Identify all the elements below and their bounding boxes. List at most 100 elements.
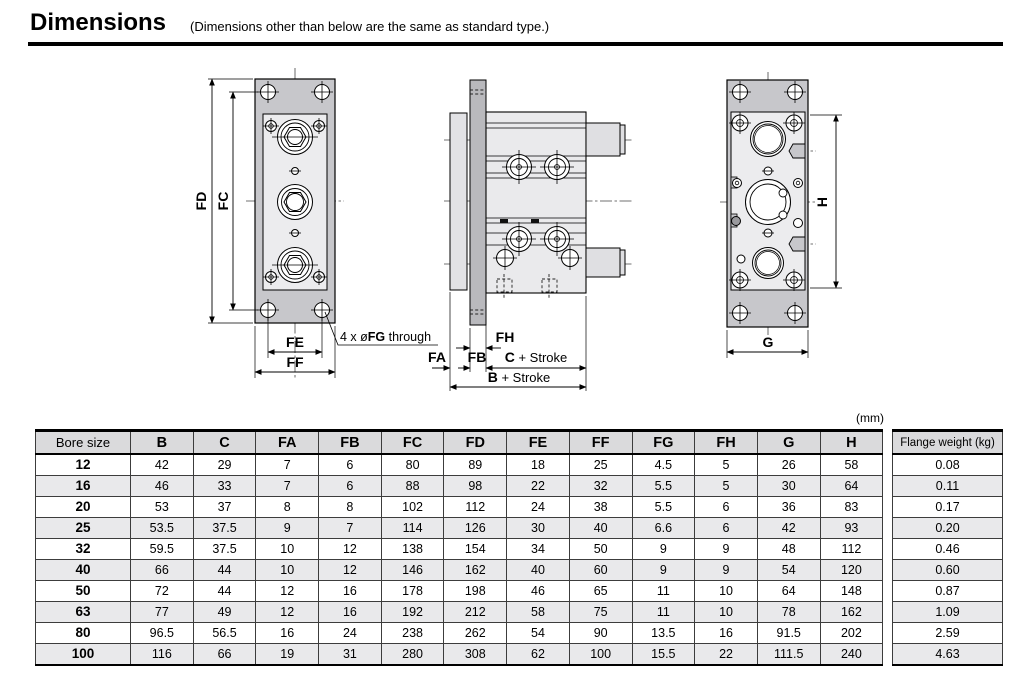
bore-cell: 80	[35, 622, 131, 644]
value-cell: 98	[443, 475, 508, 497]
value-cell: 10	[255, 559, 320, 581]
value-cell: 162	[819, 601, 884, 623]
flange-weight-cell: 2.59	[892, 622, 1003, 644]
col-header-fa: FA	[255, 430, 320, 455]
value-cell: 12	[255, 580, 320, 602]
value-cell: 4.5	[631, 453, 696, 476]
value-cell: 53	[130, 496, 194, 518]
value-cell: 10	[255, 538, 320, 560]
value-cell: 25	[568, 453, 633, 476]
dim-c-rest: + Stroke	[515, 350, 567, 365]
flange-weight-cell: 0.46	[892, 538, 1003, 560]
value-cell: 10	[694, 580, 758, 602]
hole-note-prefix: 4 x ø	[340, 330, 368, 344]
title-rule	[28, 42, 1003, 46]
flange-row: 0.87	[892, 580, 1003, 602]
hole-note: 4 x øFG through	[340, 330, 431, 344]
value-cell: 9	[631, 538, 696, 560]
value-cell: 89	[443, 453, 508, 476]
value-cell: 66	[130, 559, 194, 581]
side-view-drawing: FH FA FB C + Stroke B + Stroke	[428, 79, 634, 391]
value-cell: 5.5	[631, 496, 696, 518]
flange-row: 2.59	[892, 622, 1003, 644]
col-header-g: G	[756, 430, 821, 455]
flange-weight-cell: 1.09	[892, 601, 1003, 623]
col-header-fc: FC	[380, 430, 445, 455]
dim-b-rest: + Stroke	[498, 370, 550, 385]
value-cell: 7	[318, 517, 382, 539]
value-cell: 102	[380, 496, 445, 518]
col-header-fe: FE	[506, 430, 570, 455]
value-cell: 54	[756, 559, 821, 581]
value-cell: 24	[318, 622, 382, 644]
value-cell: 240	[819, 643, 884, 666]
value-cell: 16	[694, 622, 758, 644]
bore-cell: 25	[35, 517, 131, 539]
value-cell: 5	[694, 475, 758, 497]
value-cell: 16	[318, 601, 382, 623]
value-cell: 29	[192, 453, 257, 476]
value-cell: 42	[756, 517, 821, 539]
flange-weight-cell: 0.17	[892, 496, 1003, 518]
col-header-b: B	[130, 430, 194, 455]
value-cell: 308	[443, 643, 508, 666]
value-cell: 77	[130, 601, 194, 623]
value-cell: 34	[506, 538, 570, 560]
flange-row: 0.11	[892, 475, 1003, 497]
value-cell: 6	[694, 517, 758, 539]
col-header-c: C	[192, 430, 257, 455]
dim-label-fh: FH	[496, 329, 515, 345]
value-cell: 53.5	[130, 517, 194, 539]
value-cell: 8	[318, 496, 382, 518]
col-header-bore: Bore size	[35, 430, 131, 455]
value-cell: 58	[506, 601, 570, 623]
value-cell: 40	[506, 559, 570, 581]
value-cell: 37	[192, 496, 257, 518]
value-cell: 78	[756, 601, 821, 623]
value-cell: 93	[819, 517, 884, 539]
value-cell: 262	[443, 622, 508, 644]
value-cell: 202	[819, 622, 884, 644]
value-cell: 22	[694, 643, 758, 666]
value-cell: 12	[318, 538, 382, 560]
value-cell: 49	[192, 601, 257, 623]
value-cell: 120	[819, 559, 884, 581]
value-cell: 40	[568, 517, 633, 539]
value-cell: 138	[380, 538, 445, 560]
value-cell: 112	[443, 496, 508, 518]
col-header-fg: FG	[631, 430, 696, 455]
value-cell: 9	[255, 517, 320, 539]
value-cell: 19	[255, 643, 320, 666]
flange-weight-cell: 0.08	[892, 453, 1003, 476]
value-cell: 280	[380, 643, 445, 666]
value-cell: 46	[130, 475, 194, 497]
value-cell: 62	[506, 643, 570, 666]
value-cell: 37.5	[192, 517, 257, 539]
flange-row: 0.20	[892, 517, 1003, 539]
value-cell: 12	[318, 559, 382, 581]
dim-label-b-stroke: B + Stroke	[488, 369, 551, 385]
value-cell: 56.5	[192, 622, 257, 644]
value-cell: 8	[255, 496, 320, 518]
value-cell: 15.5	[631, 643, 696, 666]
value-cell: 6	[318, 453, 382, 476]
value-cell: 65	[568, 580, 633, 602]
value-cell: 33	[192, 475, 257, 497]
value-cell: 116	[130, 643, 194, 666]
value-cell: 96.5	[130, 622, 194, 644]
value-cell: 91.5	[756, 622, 821, 644]
value-cell: 58	[819, 453, 884, 476]
col-header-flange-weight: Flange weight (kg)	[892, 430, 1003, 455]
front-view-drawing: FD FC FE FF 4 x øFG through	[193, 68, 438, 378]
dim-c-bold: C	[505, 349, 515, 365]
value-cell: 44	[192, 559, 257, 581]
value-cell: 7	[255, 475, 320, 497]
value-cell: 83	[819, 496, 884, 518]
value-cell: 162	[443, 559, 508, 581]
rear-view-drawing: H G	[720, 72, 842, 358]
